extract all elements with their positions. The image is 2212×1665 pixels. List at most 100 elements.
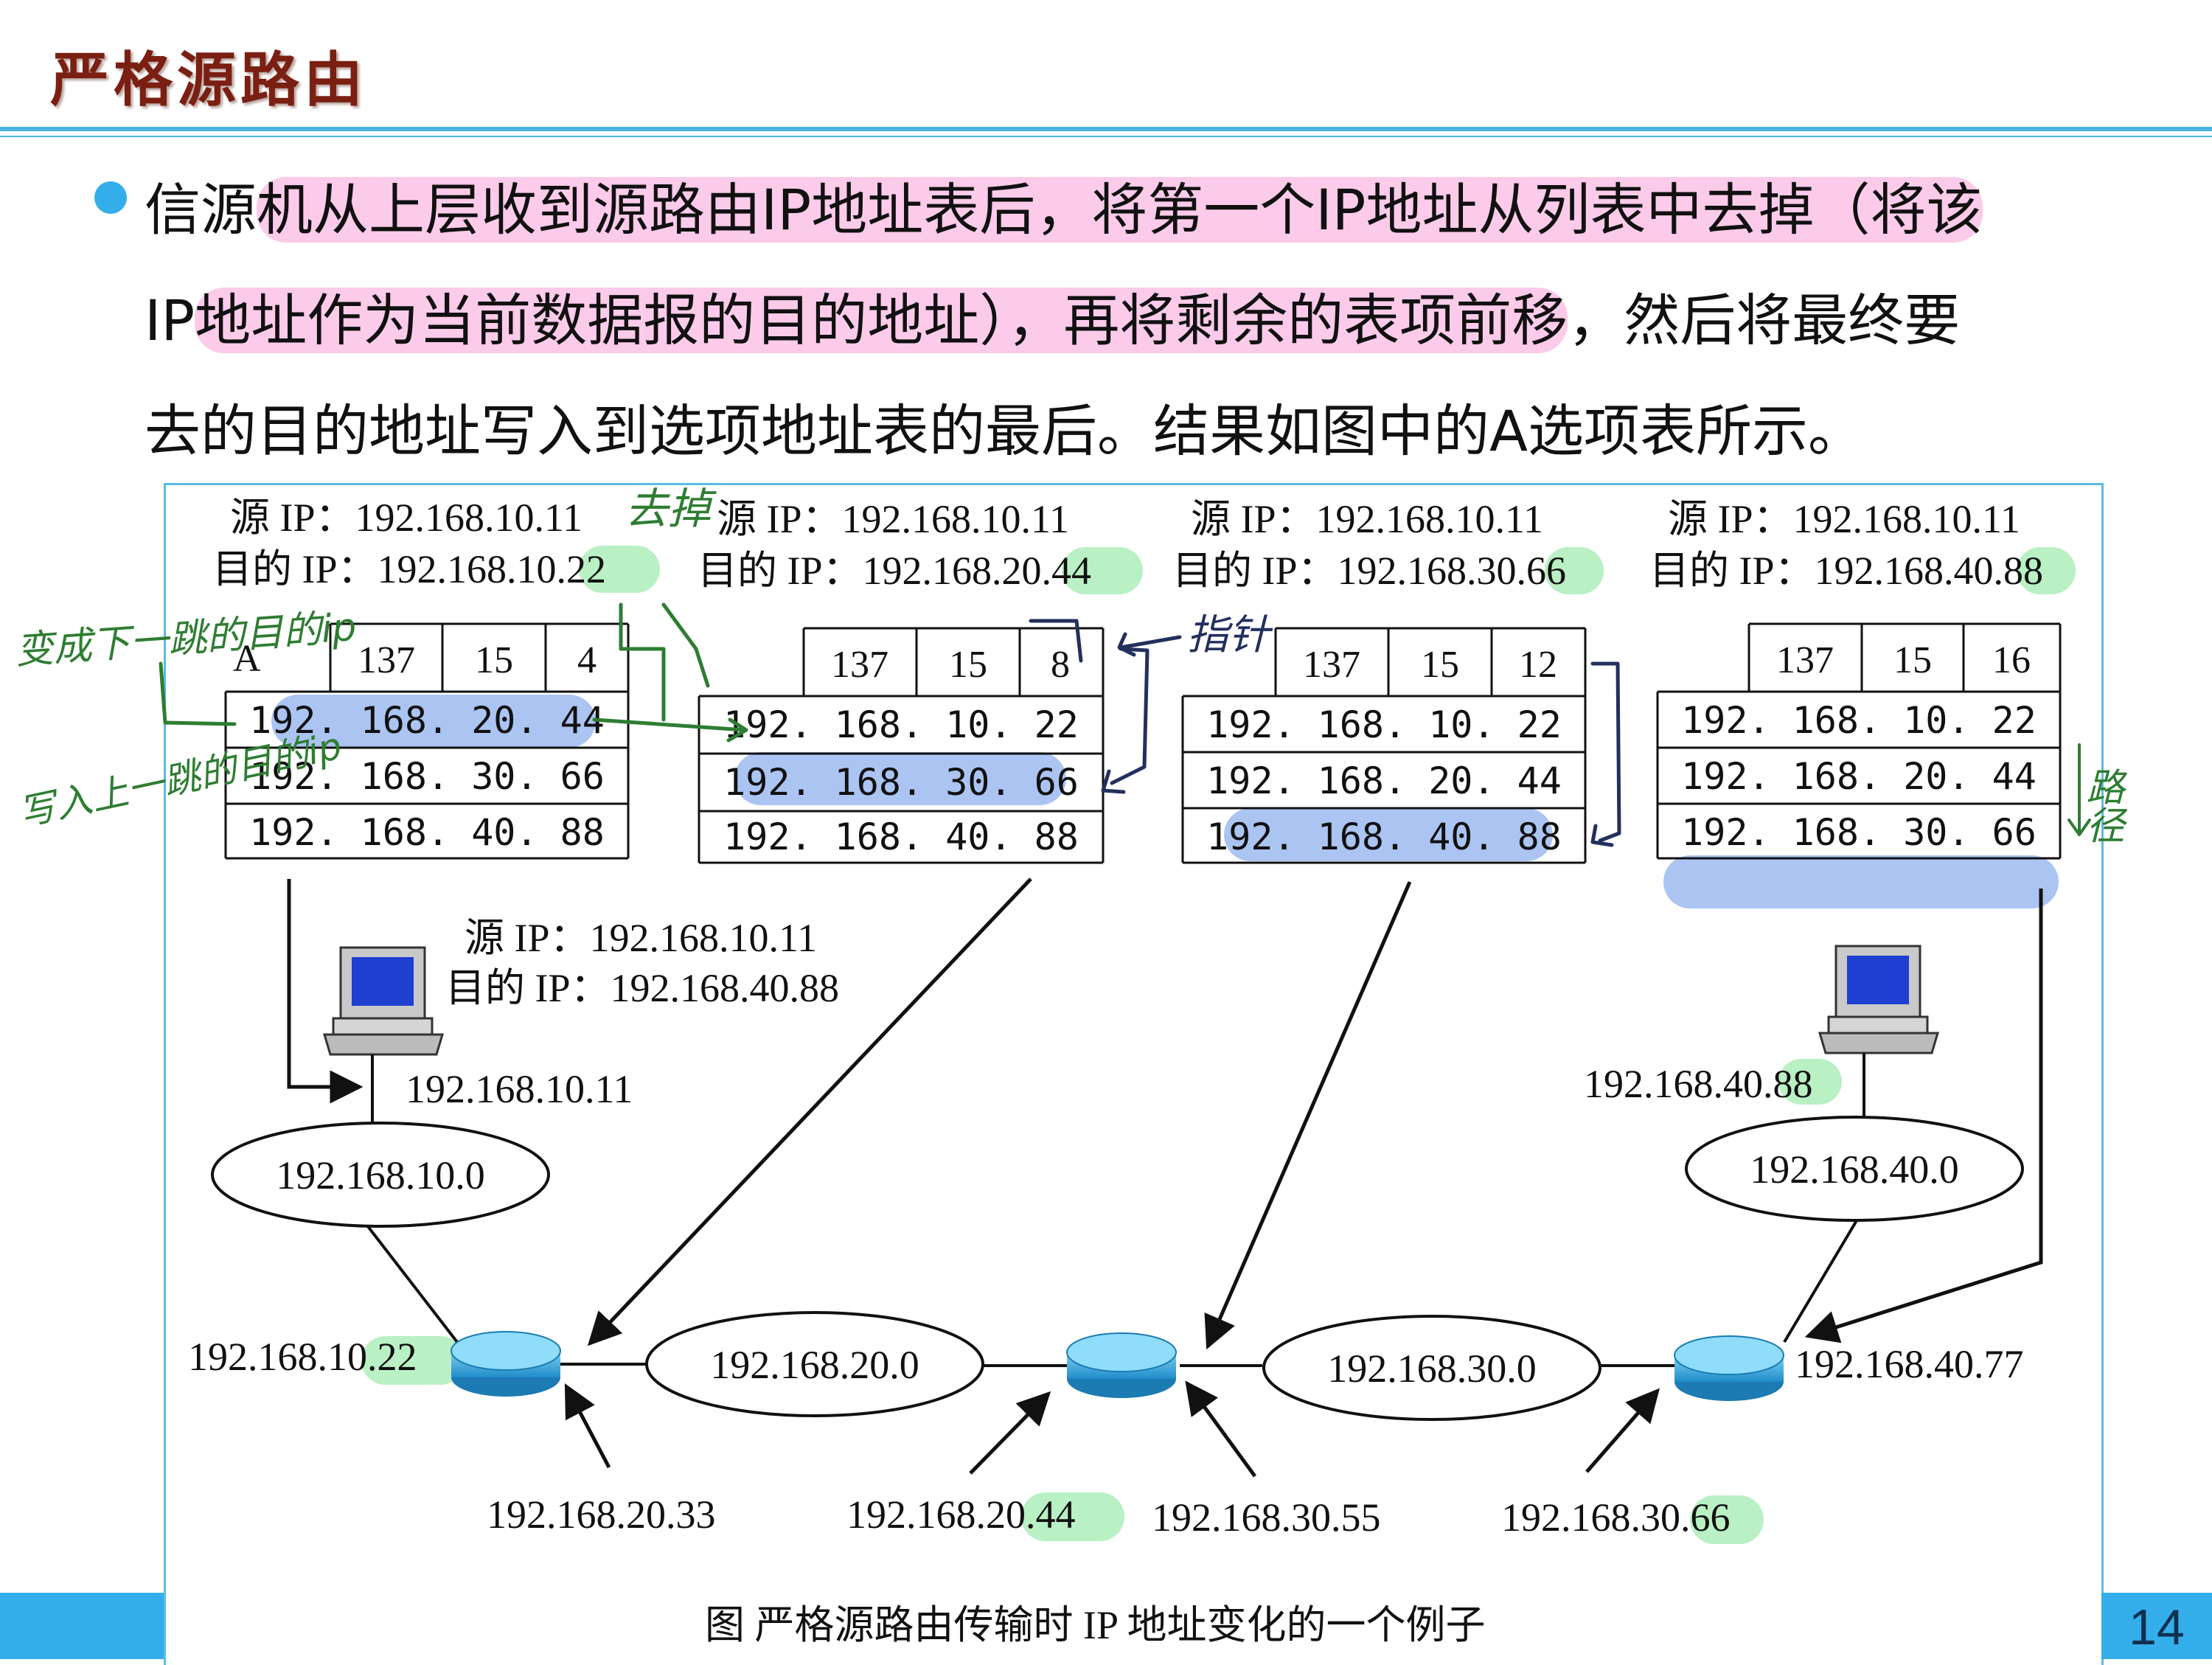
slide-title: 严格源路由: [50, 45, 367, 114]
router3-ip-left: 192.168.30.66: [1501, 1495, 1731, 1540]
network-links: [366, 1053, 1865, 1367]
note-path: 路径: [2079, 767, 2124, 844]
header-2-dst-prefix: 目的 IP：192.168.20.: [698, 549, 1051, 593]
arrow-to-host: [287, 879, 364, 1104]
network-10-label: 192.168.10.0: [276, 1153, 485, 1198]
option-tables-text: A 137 15 4 192. 168. 20. 44 192. 168. 30…: [233, 638, 2037, 858]
green-highlight: [2017, 547, 2076, 594]
table-3-row-2: 192. 168. 20. 44: [1206, 759, 1562, 802]
host-right-ip-highlight: 88: [1773, 1062, 1813, 1106]
bullet-icon: [94, 181, 127, 214]
router2-ip-right: 192.168.30.55: [1152, 1495, 1381, 1540]
blue-highlight-3: [1224, 808, 1553, 861]
ip-labels: 192.168.10.11 192.168.40.88 192.168.10.2…: [188, 1062, 2024, 1540]
paragraph-seg3: IP: [145, 288, 195, 353]
highlight-layer: [271, 546, 2076, 1544]
network-20: [645, 1311, 984, 1417]
table-2-row-2: 192. 168. 30. 66: [723, 761, 1079, 804]
footer-band-right: [2101, 1593, 2212, 1659]
arrow-to-router2: [1204, 881, 1412, 1350]
page-number: 14: [2129, 1599, 2185, 1655]
note-change: 变成下一跳的目的ip: [14, 605, 358, 673]
table-1-label: A: [233, 638, 261, 680]
router3-ip-left-highlight: 66: [1691, 1495, 1731, 1540]
green-highlight: [1062, 547, 1143, 594]
host-right-ip-prefix: 192.168.40.: [1584, 1062, 1773, 1106]
header-4-dst: 目的 IP：192.168.40.88: [1649, 549, 2043, 593]
paragraph-highlight-1: 机从上层收到源路由IP地址表后，将第一个IP地址从列表中去掉（将该: [257, 177, 1983, 243]
note-remove: 去掉: [625, 484, 717, 534]
figure-caption: 图 严格源路由传输时 IP 地址变化的一个例子: [705, 1603, 1486, 1647]
table-4-ptr: 16: [1992, 639, 2031, 681]
arrow-to-router3: [1804, 889, 2043, 1344]
green-highlight: [1545, 547, 1604, 594]
header-1-dst-highlight: 0.22: [537, 547, 607, 591]
router-icon: [1674, 1335, 1784, 1401]
ip-headers: 源 IP：192.168.10.11 目的 IP：192.168.10.22 源…: [212, 496, 2043, 593]
header-2-dst: 目的 IP：192.168.20.44: [698, 549, 1091, 593]
green-highlight: [1778, 1059, 1842, 1105]
paragraph-seg5: ，然后将最终要: [1568, 288, 1961, 353]
blue-highlight-2: [734, 752, 1066, 805]
table-4-row-1: 192. 168. 10. 22: [1681, 699, 2037, 742]
table-1-ptr: 4: [577, 639, 597, 681]
green-highlight: [361, 1336, 465, 1385]
header-4-dst-highlight: 88: [2003, 549, 2043, 593]
table-1-row-1: 192. 168. 20. 44: [249, 699, 605, 742]
router1-ip-prefix: 192.168.1: [188, 1335, 347, 1379]
table-1-code: 137: [358, 639, 415, 681]
table-2-ptr: 8: [1051, 644, 1070, 686]
option-tables-grid: [224, 622, 2062, 864]
network-ellipses: 192.168.10.0 192.168.20.0 192.168.30.0 1…: [211, 1116, 2024, 1421]
network-10: [211, 1122, 550, 1228]
router1-ip-highlight: 0.22: [347, 1335, 417, 1379]
header-3-src: 源 IP：192.168.10.11: [1191, 497, 1543, 541]
table-2-len: 15: [949, 644, 987, 686]
paragraph-seg6: 去的目的地址写入到选项地址表的最后。结果如图中的A选项表所示。: [145, 398, 1864, 464]
table-1-row-2: 192. 168. 30. 66: [249, 755, 605, 798]
network-40-label: 192.168.40.0: [1750, 1147, 1959, 1192]
header-4-src: 源 IP：192.168.10.11: [1668, 497, 2020, 541]
green-highlight: [579, 546, 660, 593]
note-pointer: 指针: [1187, 611, 1273, 659]
table-3-code: 137: [1303, 644, 1360, 686]
router3-ip-right: 192.168.40.77: [1795, 1342, 2024, 1386]
router1-ip-bottom: 192.168.20.33: [487, 1492, 716, 1537]
table-2-code: 137: [831, 644, 888, 686]
mid-header-src: 源 IP：192.168.10.11: [465, 916, 817, 960]
router2-ip-left-highlight: 0.44: [1006, 1492, 1076, 1537]
router1-ip: 192.168.10.22: [188, 1335, 417, 1379]
mid-header: 源 IP：192.168.10.11 目的 IP：192.168.40.88: [445, 916, 839, 1010]
network-20-label: 192.168.20.0: [710, 1343, 919, 1387]
router2-ip-left-prefix: 192.168.2: [846, 1492, 1006, 1537]
computer-icon: [1818, 945, 1940, 1054]
blue-highlight-1: [271, 695, 596, 748]
computer-icon: [322, 946, 445, 1056]
footer-band-left: [0, 1593, 164, 1659]
header-2-dst-highlight: 44: [1051, 549, 1091, 593]
table-3-ptr: 12: [1519, 644, 1557, 686]
green-highlight: [1021, 1492, 1124, 1541]
blue-highlight-4: [1663, 855, 2059, 908]
table-4-row-2: 192. 168. 20. 44: [1681, 755, 2037, 798]
handwriting-strokes: [159, 602, 2091, 847]
table-3-row-1: 192. 168. 10. 22: [1206, 703, 1562, 746]
router-icon: [451, 1331, 561, 1397]
table-3-len: 15: [1421, 644, 1459, 686]
header-3-dst-prefix: 目的 IP：192.168.30.: [1172, 549, 1526, 593]
table-3-row-3: 192. 168. 40. 88: [1206, 816, 1562, 858]
title-divider: [0, 127, 2212, 131]
host-left-ip: 192.168.10.11: [406, 1067, 633, 1111]
arrow-to-router1: [587, 877, 1032, 1346]
paragraph-seg1: 信源: [145, 177, 257, 243]
green-highlight: [1690, 1495, 1764, 1544]
table-4-row-3: 192. 168. 30. 66: [1681, 811, 2037, 854]
network-30: [1262, 1315, 1601, 1421]
title-divider-thin: [0, 136, 2212, 137]
header-3-dst-highlight: 66: [1526, 549, 1566, 593]
figure-frame: [164, 483, 2104, 1665]
header-1-src: 源 IP：192.168.10.11: [230, 496, 582, 540]
mid-header-dst: 目的 IP：192.168.40.88: [445, 966, 839, 1010]
host-right-ip: 192.168.40.88: [1584, 1062, 1813, 1106]
